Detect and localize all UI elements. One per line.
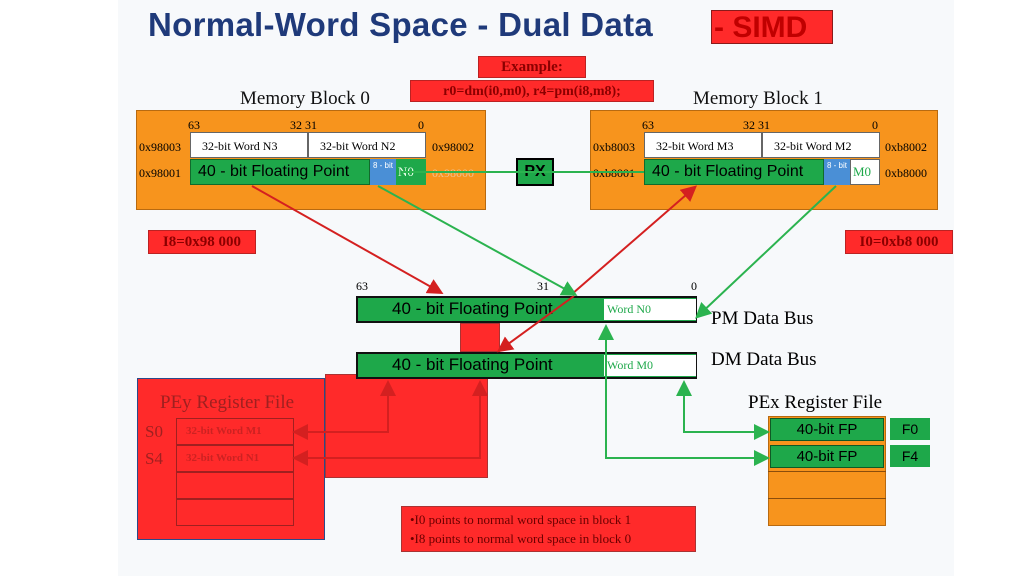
block1-bit0: 0 <box>872 118 878 132</box>
dm-bus-word: Word M0 <box>604 355 696 376</box>
block0-fp <box>190 159 370 185</box>
pex-f0: F0 <box>890 418 930 440</box>
block0-bit3231: 32 31 <box>290 118 317 132</box>
arrow-block0-to-bus <box>251 185 444 294</box>
bus-bit0: 0 <box>691 279 697 293</box>
arrow-block1-8bit-to-pm <box>695 185 837 319</box>
block1-fp <box>644 159 824 185</box>
block0-word-n3-text: 32-bit Word N3 <box>202 139 278 153</box>
block0-addr-tr: 0x98002 <box>432 140 474 154</box>
block1-m0: M0 <box>850 159 880 185</box>
bus-connector <box>460 323 500 352</box>
block0-addr-tl: 0x98003 <box>139 140 181 154</box>
pex-row-2: 40-bit FP <box>770 445 884 468</box>
block1-addr-tr: 0xb8002 <box>885 140 927 154</box>
block0-addr-bl: 0x98001 <box>139 166 181 180</box>
block0-fp-text: 40 - bit Floating Point <box>198 163 350 180</box>
block1-bit3231: 32 31 <box>743 118 770 132</box>
bus-bit31: 31 <box>537 279 549 293</box>
pex-title: PEx Register File <box>748 392 883 413</box>
pey-row-3 <box>176 472 294 499</box>
block0-bit63: 63 <box>188 118 200 132</box>
notes-line-2: •I8 points to normal word space in block… <box>410 531 632 546</box>
pm-bus-fp: 40 - bit Floating Point <box>392 299 553 318</box>
block1-word-m2 <box>762 132 880 158</box>
example-code: r0=dm(i0,m0), r4=pm(i8,m8); <box>410 80 654 102</box>
block0-8bit: 8 - bit <box>370 159 396 185</box>
slide-title: Normal-Word Space - Dual Data <box>148 6 654 43</box>
pey-shadow <box>325 374 488 478</box>
notes-box <box>401 506 696 552</box>
arrow-bus-to-block1 <box>571 185 698 295</box>
arrow-pex-f0 <box>683 382 770 440</box>
pex-divider-1 <box>768 471 886 472</box>
notes-line-1: •I0 points to normal word space in block… <box>410 512 632 527</box>
block1-bit63: 63 <box>642 118 654 132</box>
pey-row-2-text: 32-bit Word N1 <box>186 452 260 464</box>
pey-title: PEy Register File <box>160 392 295 413</box>
block1-8bit: 8 - bit <box>824 159 850 185</box>
block1-word-m3 <box>644 132 762 158</box>
pey-row-4 <box>176 499 294 526</box>
block1-label: Memory Block 1 <box>693 88 823 109</box>
block1-addr-tl: 0xb8003 <box>593 140 635 154</box>
dm-bus-fp: 40 - bit Floating Point <box>392 355 553 374</box>
block1-fp-text: 40 - bit Floating Point <box>652 163 804 180</box>
block1-word-m2-text: 32-bit Word M2 <box>774 139 852 153</box>
pey-s0: S0 <box>145 422 163 441</box>
example-label: Example: <box>478 56 586 78</box>
pey-row-1-text: 32-bit Word M1 <box>186 425 262 437</box>
block0-word-n3 <box>190 132 308 158</box>
arrow-pex-f4 <box>605 326 770 466</box>
block0-label: Memory Block 0 <box>240 88 370 109</box>
pex-row-1: 40-bit FP <box>770 418 884 441</box>
pex-f4: F4 <box>890 445 930 467</box>
pm-bus-word: Word N0 <box>604 299 696 320</box>
slide-title-simd: - SIMD <box>711 10 833 44</box>
block0-word-n2 <box>308 132 426 158</box>
arrow-block0-8bit-to-pm <box>377 185 578 296</box>
i8-label: I8=0x98 000 <box>148 230 256 254</box>
arrow-dm-bus <box>496 295 575 353</box>
block0-bit0: 0 <box>418 118 424 132</box>
pex-divider-2 <box>768 498 886 499</box>
block1-addr-br: 0xb8000 <box>885 166 927 180</box>
pey-s4: S4 <box>145 449 163 468</box>
i0-label: I0=0xb8 000 <box>845 230 953 254</box>
block1-word-m3-text: 32-bit Word M3 <box>656 139 734 153</box>
dm-bus-label: DM Data Bus <box>711 349 817 370</box>
arrow-pey-s0 <box>292 382 389 440</box>
pm-bus-label: PM Data Bus <box>711 308 814 329</box>
bus-bit63: 63 <box>356 279 368 293</box>
block0-word-n2-text: 32-bit Word N2 <box>320 139 396 153</box>
